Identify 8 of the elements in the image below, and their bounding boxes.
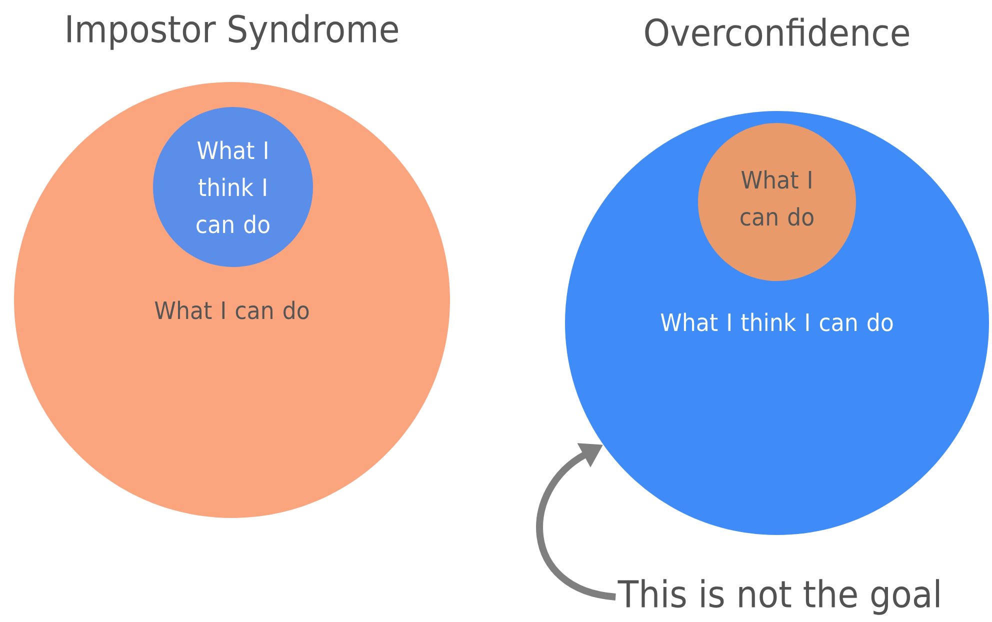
heading: Impostor Syndrome <box>68 14 398 50</box>
curved-arrow <box>536 443 616 600</box>
circle-label: What I can do <box>740 170 814 226</box>
note-text: This is not the goal <box>618 579 940 615</box>
circle-label: What I think I can do <box>196 140 270 234</box>
heading: Overconfidence <box>645 18 909 46</box>
circle-label: What I can do <box>154 300 309 320</box>
circle-label: What I think I can do <box>660 312 893 332</box>
